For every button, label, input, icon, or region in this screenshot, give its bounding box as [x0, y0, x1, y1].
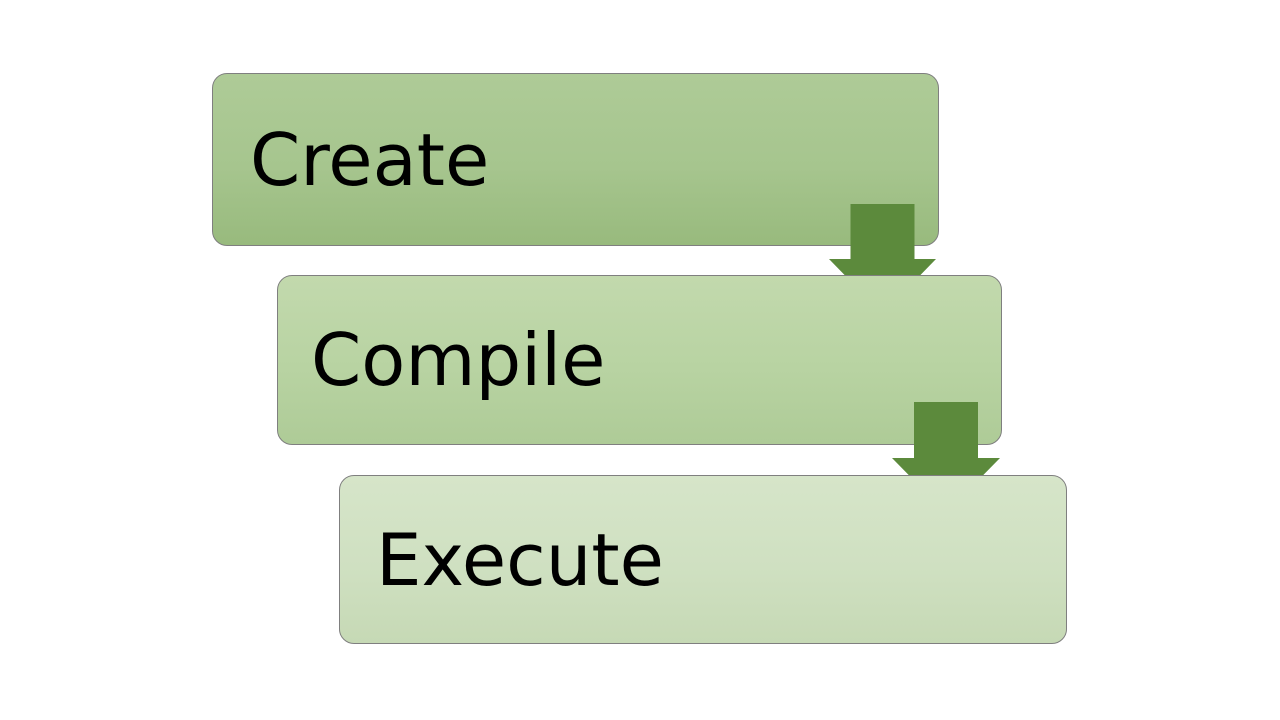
process-step-compile[interactable]: Compile	[277, 275, 1002, 445]
process-step-label: Compile	[311, 318, 606, 402]
process-step-label: Create	[250, 117, 490, 202]
process-step-execute[interactable]: Execute	[339, 475, 1067, 644]
process-step-label: Execute	[376, 517, 664, 602]
process-step-create[interactable]: Create	[212, 73, 939, 246]
